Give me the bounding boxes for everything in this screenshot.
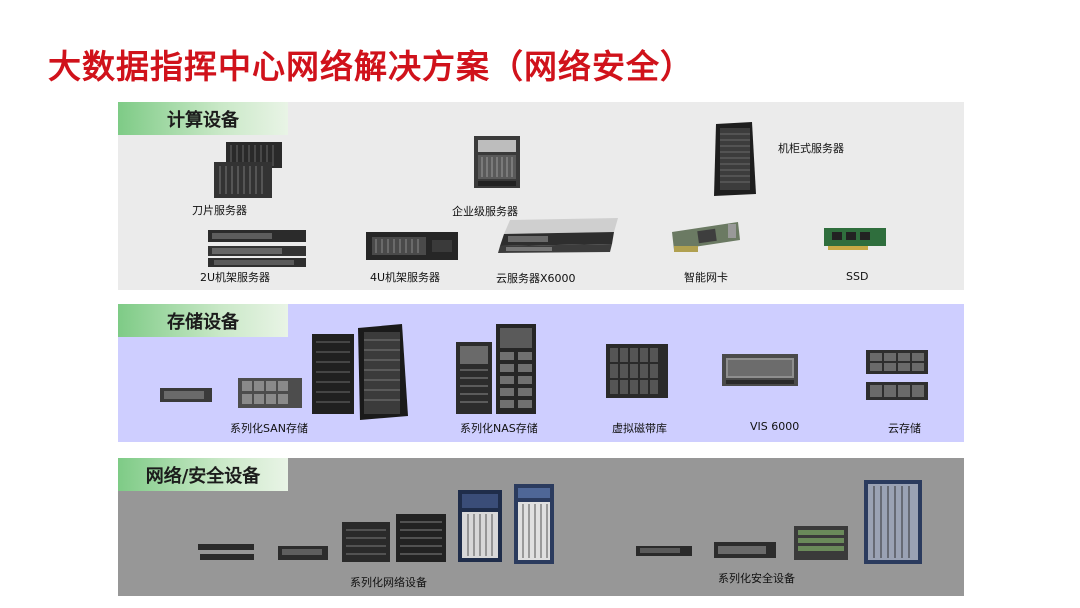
enterprise-server-label: 企业级服务器 (452, 205, 518, 218)
vis-6000-image (722, 354, 800, 388)
san-storage-image (158, 324, 418, 422)
rack-cabinet-server-image (712, 122, 758, 198)
page-title: 大数据指挥中心网络解决方案（网络安全） (48, 47, 694, 86)
san-storage-label: 系列化SAN存储 (230, 422, 308, 435)
network-devices-label: 系列化网络设备 (350, 576, 427, 589)
cloud-server-image (496, 218, 620, 254)
vis-6000-label: VIS 6000 (750, 420, 800, 433)
rack-4u-server-label: 4U机架服务器 (370, 271, 441, 284)
compute-devices-header: 计算设备 (118, 102, 288, 135)
ssd-label: SSD (846, 270, 869, 283)
security-devices-label: 系列化安全设备 (718, 572, 795, 585)
cloud-storage-label: 云存储 (888, 422, 921, 435)
rack-2u-server-label: 2U机架服务器 (200, 271, 271, 284)
cloud-storage-image (866, 350, 930, 402)
nas-storage-image (454, 322, 540, 416)
ssd-image (824, 226, 888, 252)
rack-4u-server-image (366, 232, 460, 262)
network-security-devices-panel: 网络/安全设备 (118, 458, 964, 596)
rack-2u-server-image (208, 230, 308, 268)
network-security-devices-header: 网络/安全设备 (118, 458, 288, 491)
network-devices-image (196, 484, 566, 568)
nas-storage-label: 系列化NAS存储 (460, 422, 538, 435)
security-devices-image (634, 478, 934, 566)
blade-server-label: 刀片服务器 (192, 204, 247, 217)
cloud-server-label: 云服务器X6000 (496, 272, 576, 285)
rack-cabinet-server-label: 机柜式服务器 (778, 142, 844, 155)
storage-devices-panel: 存储设备 (118, 304, 964, 442)
smart-nic-image (668, 220, 742, 254)
virtual-tape-library-label: 虚拟磁带库 (612, 422, 667, 435)
virtual-tape-library-image (606, 344, 670, 400)
smart-nic-label: 智能网卡 (684, 271, 728, 284)
storage-devices-header: 存储设备 (118, 304, 288, 337)
enterprise-server-image (474, 136, 522, 190)
compute-devices-panel: 计算设备 刀片服务器 (118, 102, 964, 290)
blade-server-image (212, 142, 284, 200)
